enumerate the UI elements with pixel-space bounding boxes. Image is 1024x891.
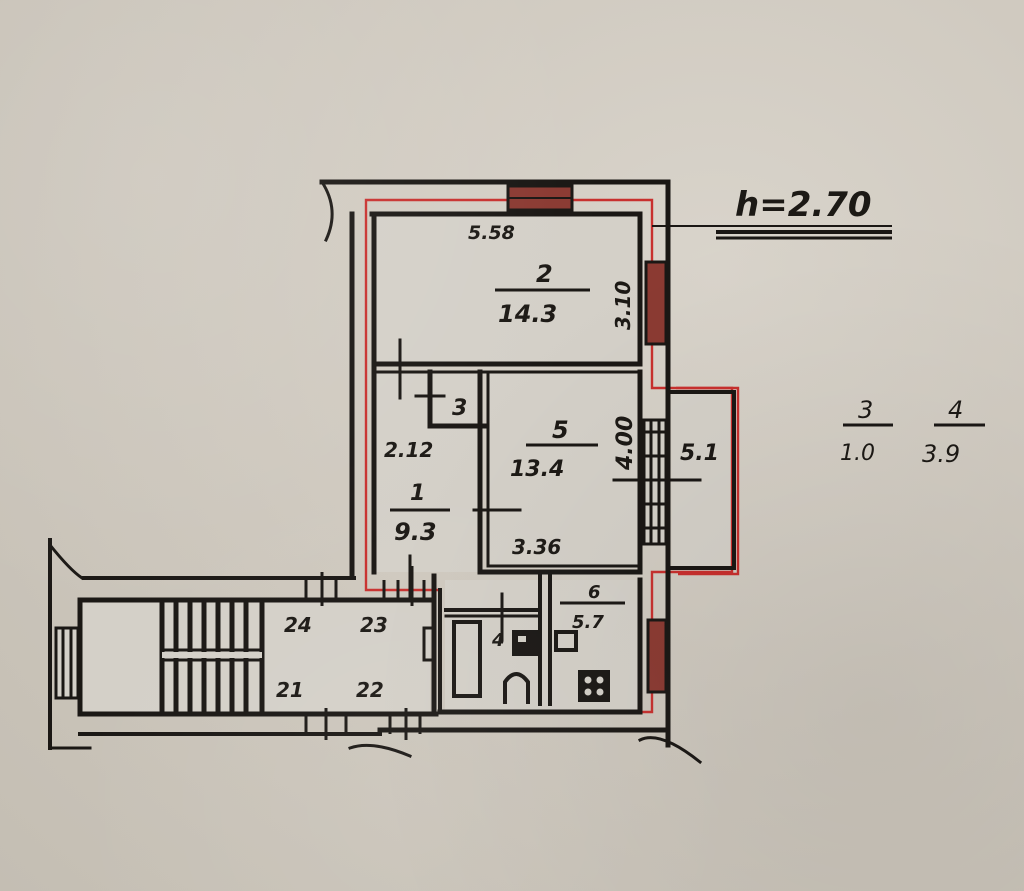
fraction2-numerator: 4: [948, 396, 963, 424]
room5-number: 5: [552, 416, 569, 444]
plan-labels: h=2.70 5.58 2 14.3 3.10 3 2.12 1 9.3 5 1…: [276, 185, 963, 702]
fraction1-denominator: 1.0: [840, 441, 875, 466]
flat-24-label: 24: [284, 613, 312, 637]
flat-23-label: 23: [360, 613, 388, 637]
bathroom-fixtures: [452, 620, 610, 704]
room1-number: 1: [410, 481, 425, 506]
fraction1-numerator: 3: [858, 396, 873, 424]
fraction2-denominator: 3.9: [922, 440, 960, 468]
room4-number: 4: [491, 630, 505, 651]
room5-area: 13.4: [510, 457, 564, 482]
room2-number: 2: [536, 260, 553, 288]
room2-dimension-width: 5.58: [468, 222, 515, 244]
room2-dimension-depth: 3.10: [611, 281, 635, 330]
fraction-bars: [390, 288, 985, 605]
room1-dimension: 2.12: [384, 438, 433, 462]
room5-dimension-width: 3.36: [512, 535, 561, 559]
room6-area: 5.7: [572, 612, 604, 633]
ceiling-height-callout: [652, 225, 892, 240]
balcony: [666, 386, 740, 576]
flat-21-label: 21: [276, 678, 304, 702]
outer-walls: [319, 179, 703, 765]
room5-dimension-depth: 4.00: [613, 416, 638, 471]
stairwell: [47, 538, 439, 758]
room3-number: 3: [452, 396, 467, 421]
room6-number: 6: [588, 582, 601, 603]
balcony-area: 5.1: [680, 441, 719, 466]
flat-22-label: 22: [356, 678, 384, 702]
ceiling-height-label: h=2.70: [735, 185, 872, 225]
room2-area: 14.3: [498, 300, 557, 328]
room1-area: 9.3: [394, 518, 437, 546]
